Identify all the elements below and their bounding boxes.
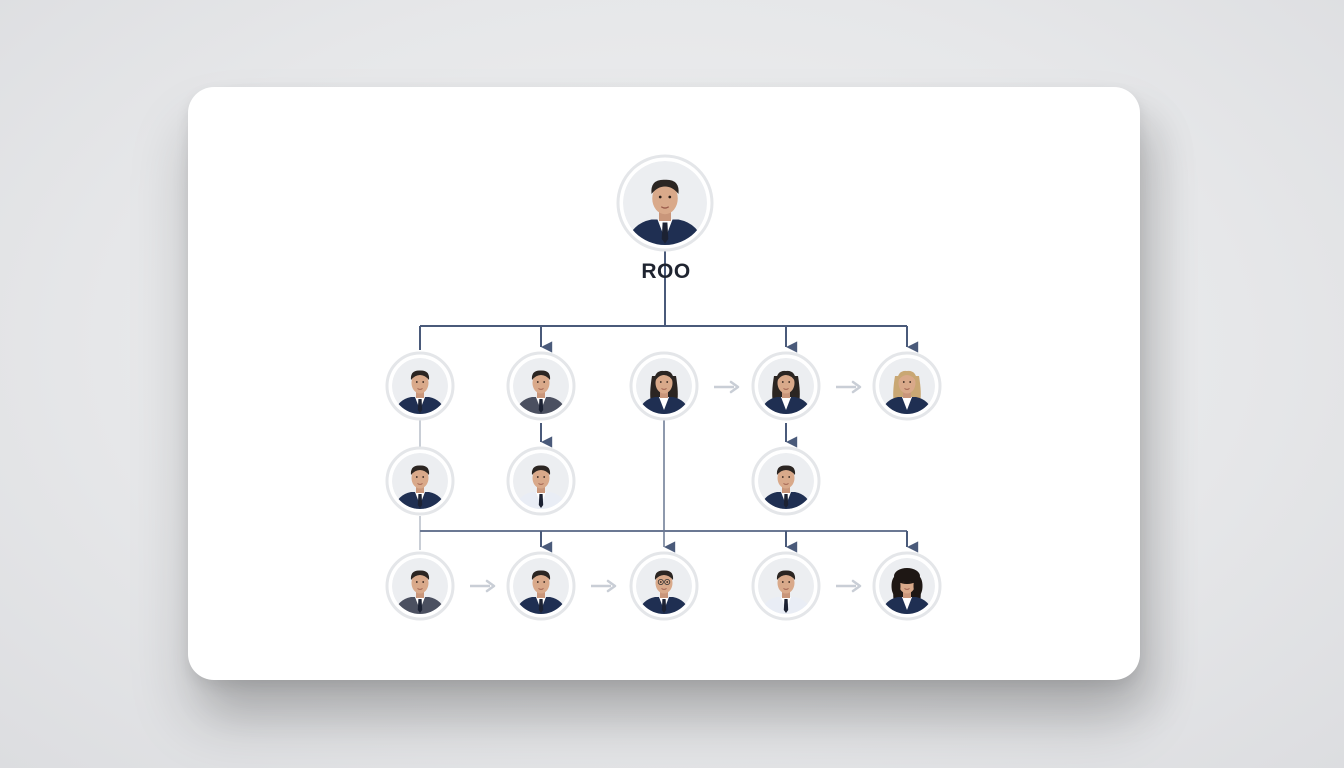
faint-arrow-row1-a: [714, 380, 740, 394]
avatar-row3-4: [751, 551, 821, 621]
faint-arrow-row3-b: [591, 579, 617, 593]
avatar-row3-1: [385, 551, 455, 621]
avatar-row2-1: [385, 446, 455, 516]
avatar-row1-4: [751, 351, 821, 421]
avatar-row1-1: [385, 351, 455, 421]
avatar-row1-5: [872, 351, 942, 421]
avatar-row2-2: [506, 446, 576, 516]
avatar-row3-5: [872, 551, 942, 621]
avatar-row3-2: [506, 551, 576, 621]
faint-arrow-row1-b: [836, 380, 862, 394]
avatar-row3-3: [629, 551, 699, 621]
faint-arrow-row3-a: [470, 579, 496, 593]
avatar-row1-3: [629, 351, 699, 421]
avatar-row2-3: [751, 446, 821, 516]
avatar-nodes: [385, 154, 942, 621]
faint-arrow-row3-c: [836, 579, 862, 593]
avatar-row1-2: [506, 351, 576, 421]
connector-lines: [419, 248, 919, 593]
root-node-label: ROO: [641, 260, 691, 283]
root-avatar: [616, 154, 714, 252]
